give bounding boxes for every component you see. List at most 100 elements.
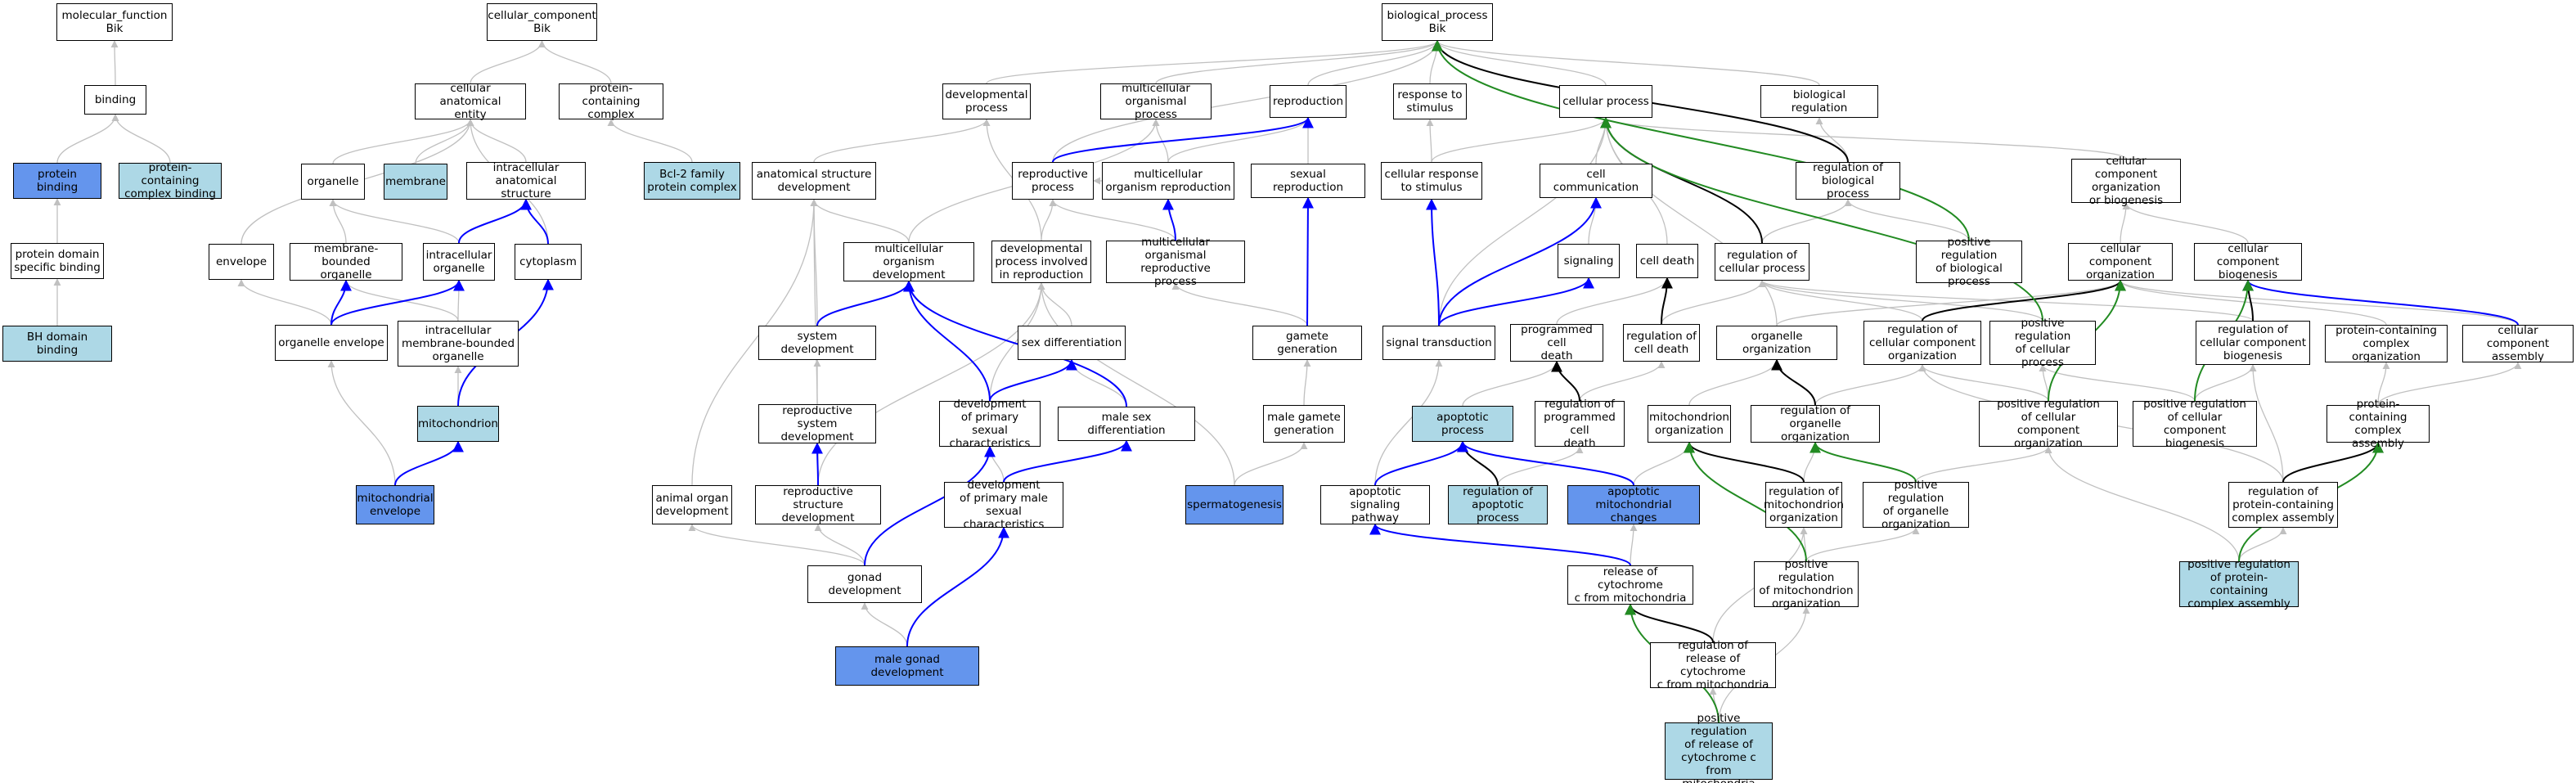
node-regulation-of-cellular-process[interactable]: regulation of cellular process [1715,243,1809,281]
node-gamete-generation[interactable]: gamete generation [1252,326,1362,360]
node-protein-containing-complex[interactable]: protein-containing complex [559,82,663,121]
node-regulation-of-cellular-component-biogenesis[interactable]: regulation of cellular component biogene… [2196,321,2310,365]
node-multicellular-organismal-process[interactable]: multicellular organismal process [1100,82,1212,121]
edge-prpca-to-rpca [2238,527,2287,562]
node-cellular-component[interactable]: cellular_component Bik [487,3,597,41]
node-protein-binding[interactable]: protein binding [13,163,101,199]
edge-gd-to-aod [688,524,865,566]
edge-cellp-to-bp [1433,40,1607,86]
node-release-of-cytochrome-c-from-mitochondria[interactable]: release of cytochrome c from mitochondri… [1567,565,1693,605]
node-positive-regulation-of-cellular-component-biogenesis[interactable]: positive regulation of cellular componen… [2133,398,2257,450]
node-protein-domain-specific-binding[interactable]: protein domain specific binding [11,243,104,279]
node-envelope[interactable]: envelope [209,244,274,280]
node-intracellular-anatomical-structure[interactable]: intracellular anatomical structure [466,161,586,200]
node-regulation-of-mitochondrion-organization[interactable]: regulation of mitochondrion organization [1764,482,1844,528]
node-organelle-organization[interactable]: organelle organization [1716,326,1837,360]
node-programmed-cell-death[interactable]: programmed cell death [1510,323,1603,362]
node-animal-organ-development[interactable]: animal organ development [652,485,732,524]
node-development-of-primary-male-sexual-characteristics[interactable]: development of primary male sexual chara… [944,479,1063,531]
node-mitochondrial-envelope[interactable]: mitochondrial envelope [356,485,434,524]
node-positive-regulation-of-organelle-organization[interactable]: positive regulation of organelle organiz… [1863,479,1969,531]
node-signaling[interactable]: signaling [1558,244,1620,278]
node-intracellular-organelle[interactable]: intracellular organelle [423,243,495,281]
node-protein-containing-complex-organization[interactable]: protein-containing complex organization [2325,324,2448,363]
node-spermatogenesis[interactable]: spermatogenesis [1185,485,1284,524]
edge-sperm-to-mgg [1234,442,1308,486]
node-reproductive-process[interactable]: reproductive process [1012,162,1094,200]
node-regulation-of-cell-death[interactable]: regulation of cell death [1623,324,1700,362]
node-molecular-function[interactable]: molecular_function Bik [56,3,173,41]
node-bcl2-family-protein-complex[interactable]: Bcl-2 family protein complex [644,162,740,200]
edge-asd-to-devp [813,119,991,163]
node-sex-differentiation[interactable]: sex differentiation [1018,326,1126,360]
node-regulation-of-protein-containing-complex-assembly[interactable]: regulation of protein-containing complex… [2228,482,2338,528]
node-development-of-primary-sexual-characteristics[interactable]: development of primary sexual characteri… [939,398,1041,450]
node-regulation-of-release-of-cytochrome-c[interactable]: regulation of release of cytochrome c fr… [1650,639,1776,691]
node-cell-communication[interactable]: cell communication [1540,164,1652,198]
node-sexual-reproduction[interactable]: sexual reproduction [1251,164,1365,198]
node-intracellular-membrane-bounded-organelle[interactable]: intracellular membrane-bounded organelle [398,321,519,367]
edge-prmo-to-mitoorg [1684,441,1807,562]
edge-oo-to-cellp [1602,117,1778,326]
node-protein-containing-complex-binding[interactable]: protein-containing complex binding [119,161,222,200]
node-multicellular-organism-development[interactable]: multicellular organism development [843,242,974,281]
node-mitochondrion-organization[interactable]: mitochondrion organization [1648,405,1731,443]
node-positive-regulation-of-mitochondrion-organization[interactable]: positive regulation of mitochondrion org… [1754,558,1859,610]
node-regulation-of-cellular-component-organization[interactable]: regulation of cellular component organiz… [1863,321,1981,365]
node-membrane-bounded-organelle[interactable]: membrane-bounded organelle [290,242,402,281]
node-positive-regulation-of-protein-containing-complex-assembly[interactable]: positive regulation of protein-containin… [2179,558,2299,610]
node-regulation-of-organelle-organization[interactable]: regulation of organelle organization [1751,404,1880,443]
node-apoptotic-mitochondrial-changes[interactable]: apoptotic mitochondrial changes [1567,485,1700,524]
edge-oe-to-mbo [330,279,352,326]
node-cellular-component-organization[interactable]: cellular component organization [2068,242,2173,281]
node-reproduction[interactable]: reproduction [1270,85,1346,118]
node-anatomical-structure-development[interactable]: anatomical structure development [752,162,876,200]
node-biological-regulation[interactable]: biological regulation [1760,85,1878,118]
node-biological-process[interactable]: biological_process Bik [1382,3,1493,41]
node-multicellular-organism-reproduction[interactable]: multicellular organism reproduction [1102,162,1234,200]
node-organelle[interactable]: organelle [301,164,365,200]
node-cellular-component-organization-or-biogenesis[interactable]: cellular component organization or bioge… [2071,155,2181,207]
node-apoptotic-process[interactable]: apoptotic process [1412,406,1513,442]
node-bh-domain-binding[interactable]: BH domain binding [2,326,112,362]
edge-io-to-ias [458,198,532,244]
edge-mgd-to-gd [861,602,908,647]
node-multicellular-organismal-reproductive-process[interactable]: multicellular organismal reproductive pr… [1106,236,1245,288]
node-signal-transduction[interactable]: signal transduction [1382,326,1495,360]
node-male-sex-differentiation[interactable]: male sex differentiation [1058,407,1195,441]
node-developmental-process-involved-in-reproduction[interactable]: developmental process involved in reprod… [991,241,1091,283]
node-membrane[interactable]: membrane [384,164,447,200]
node-cellular-process[interactable]: cellular process [1559,85,1652,118]
node-system-development[interactable]: system development [758,326,876,360]
node-positive-regulation-of-release-of-cytochrome-c[interactable]: positive regulation of release of cytoch… [1665,712,1773,783]
edge-rsd2-to-rsd [811,442,824,486]
node-response-to-stimulus[interactable]: response to stimulus [1393,83,1467,119]
node-developmental-process[interactable]: developmental process [942,83,1031,119]
node-positive-regulation-of-cellular-component-organization[interactable]: positive regulation of cellular componen… [1979,398,2118,450]
node-organelle-envelope[interactable]: organelle envelope [275,325,388,361]
node-positive-regulation-of-cellular-process[interactable]: positive regulation of cellular process [1989,317,2096,369]
node-cell-death[interactable]: cell death [1636,244,1698,278]
node-gonad-development[interactable]: gonad development [807,565,922,603]
node-cellular-component-biogenesis[interactable]: cellular component biogenesis [2194,242,2302,281]
node-mitochondrion[interactable]: mitochondrion [417,406,499,442]
node-reproductive-structure-development[interactable]: reproductive structure development [755,485,881,524]
node-binding[interactable]: binding [84,85,146,115]
node-positive-regulation-of-biological-process[interactable]: positive regulation of biological proces… [1916,236,2022,288]
edge-prcp-to-cellp [1600,116,2043,322]
node-reproductive-system-development[interactable]: reproductive system development [758,404,876,443]
node-male-gamete-generation[interactable]: male gamete generation [1263,405,1345,443]
node-cellular-component-assembly[interactable]: cellular component assembly [2462,324,2574,363]
node-regulation-of-biological-process[interactable]: regulation of biological process [1796,161,1900,200]
node-cellular-anatomical-entity[interactable]: cellular anatomical entity [415,82,526,121]
node-male-gonad-development[interactable]: male gonad development [835,646,979,686]
node-regulation-of-apoptotic-process[interactable]: regulation of apoptotic process [1448,485,1548,524]
node-cellular-response-to-stimulus[interactable]: cellular response to stimulus [1381,162,1482,200]
node-cytoplasm[interactable]: cytoplasm [515,244,582,280]
edge-membrane-to-cae [415,119,474,164]
edge-rts-to-bp [1429,40,1441,84]
node-regulation-of-programmed-cell-death[interactable]: regulation of programmed cell death [1535,398,1625,450]
node-protein-containing-complex-assembly[interactable]: protein-containing complex assembly [2326,398,2430,450]
node-apoptotic-signaling-pathway[interactable]: apoptotic signaling pathway [1320,485,1430,524]
edge-breg-to-bp [1433,40,1820,86]
